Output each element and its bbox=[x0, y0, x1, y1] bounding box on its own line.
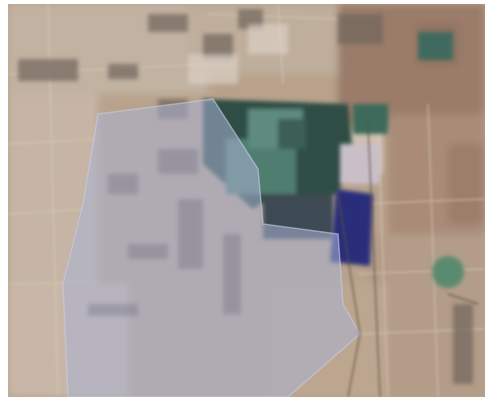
highlight-overlay bbox=[62, 98, 361, 397]
roads bbox=[337, 123, 479, 397]
aerial-scene bbox=[8, 4, 485, 397]
overlay-texture bbox=[88, 149, 241, 316]
built-up-area bbox=[18, 9, 473, 384]
satellite-image bbox=[8, 4, 485, 397]
